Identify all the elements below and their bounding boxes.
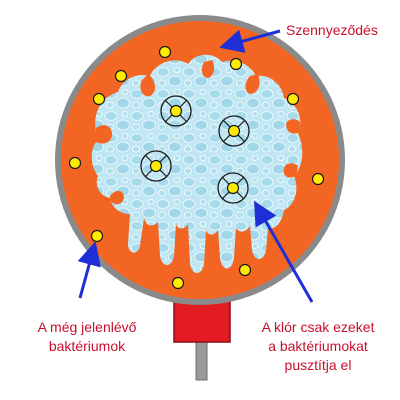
- bacterium-dot: [229, 57, 243, 71]
- remaining-bacteria-label: A még jelenlévő baktériumok: [22, 318, 152, 356]
- bacterium-dot: [158, 45, 172, 59]
- bacterium-dot: [92, 92, 106, 106]
- contamination-label: Szennyeződés: [286, 22, 378, 38]
- bacterium-dot: [171, 276, 185, 290]
- chlorine-kills-label-line-2: a baktériumokat: [268, 338, 368, 354]
- crosshair-circle-icon: [160, 95, 192, 127]
- crosshair-circle-icon: [140, 150, 172, 182]
- remaining-bacteria-label-line-2: baktériumok: [48, 338, 126, 354]
- targeted-bacteria: [140, 95, 250, 204]
- chlorine-target-arrow: [254, 200, 314, 303]
- remaining-bacteria-label-line-1: A még jelenlévő: [37, 319, 137, 335]
- bacterium-dot: [286, 92, 300, 106]
- water-region: [91, 54, 303, 273]
- chlorine-kills-label: A klór csak ezeket a baktériumokat puszt…: [258, 318, 378, 375]
- bacterium-dot: [114, 69, 128, 83]
- contamination-arrow: [219, 29, 281, 53]
- bacterium-dot: [311, 172, 325, 186]
- chlorine-kills-label-line-1: A klór csak ezeket: [261, 319, 375, 335]
- remaining-bacteria-arrow: [77, 241, 101, 299]
- bacterium-dot: [68, 156, 82, 170]
- crosshair-circle-icon: [218, 115, 250, 147]
- bacterium-dot: [90, 229, 104, 243]
- chlorine-kills-label-line-3: pusztítja el: [284, 357, 352, 373]
- crosshair-circle-icon: [217, 172, 249, 204]
- outlet-pipe: [195, 339, 208, 381]
- callout-arrows: [77, 29, 314, 303]
- cartridge-stem: [173, 299, 231, 343]
- bacterium-dot: [238, 263, 252, 277]
- remaining-bacteria: [68, 45, 325, 290]
